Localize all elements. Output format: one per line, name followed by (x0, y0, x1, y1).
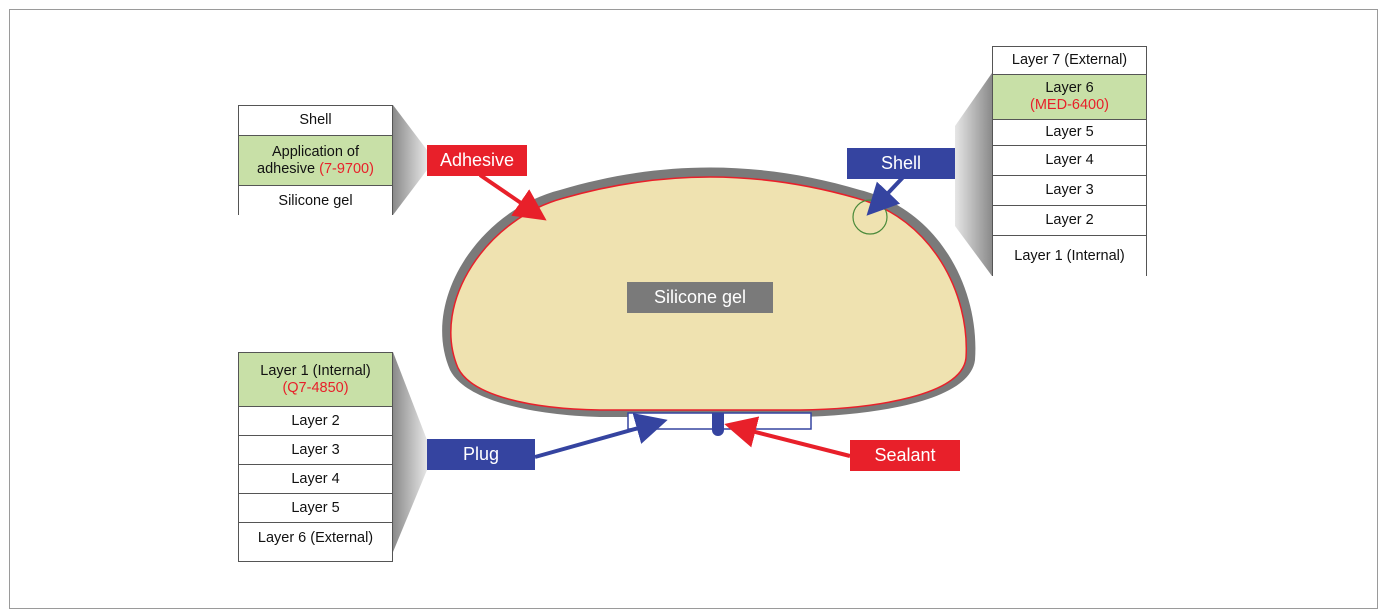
row-label: Layer 2 (1045, 212, 1094, 228)
row-label: Layer 3 (1045, 182, 1094, 198)
row-label: Silicone gel (278, 192, 353, 209)
sealant-label: Sealant (874, 445, 936, 465)
table-row: Layer 3 (993, 176, 1146, 206)
sealant-arrow (724, 416, 851, 458)
plug-tag: Plug (427, 439, 535, 470)
row-label: Layer 5 (1045, 124, 1094, 140)
row-label: Layer 1 (Internal) (1014, 248, 1125, 264)
row-label-line2: adhesive (7-9700) (257, 160, 374, 177)
row-label: Application of (271, 143, 360, 160)
material-code: (MED-6400) (1030, 97, 1109, 113)
row-label: Layer 5 (291, 499, 340, 516)
shell-callout-wedge (955, 73, 992, 276)
table-row-highlight: Layer 1 (Internal) (Q7-4850) (239, 353, 392, 407)
adhesive-layer-table: Shell Application of adhesive (7-9700) S… (238, 105, 393, 216)
row-label: Layer 1 (Internal) (260, 362, 371, 379)
sealant-drop (712, 413, 724, 436)
table-row: Layer 7 (External) (993, 47, 1146, 75)
table-row: Layer 5 (993, 120, 1146, 146)
silicone-gel-text: Silicone gel (653, 287, 747, 307)
adhesive-tag: Adhesive (427, 145, 527, 176)
table-row: Layer 2 (993, 206, 1146, 236)
silicone-gel-label: Silicone gel (627, 282, 773, 313)
table-row-highlight: Application of adhesive (7-9700) (239, 136, 392, 186)
row-label: Layer 2 (291, 412, 340, 429)
row-label: Layer 6 (External) (257, 529, 374, 546)
table-row: Layer 3 (239, 436, 392, 465)
table-row: Silicone gel (239, 186, 392, 216)
implant-diagram (393, 73, 992, 552)
plug-callout-wedge (393, 352, 427, 552)
plug-arrow (534, 413, 668, 459)
sealant-tag: Sealant (850, 440, 960, 471)
table-row-highlight: Layer 6 (MED-6400) (993, 75, 1146, 120)
diagram-stage: Shell Application of adhesive (7-9700) S… (9, 9, 1378, 609)
material-code: (Q7-4850) (282, 379, 349, 396)
shell-layer-table: Layer 7 (External) Layer 6 (MED-6400) La… (992, 46, 1147, 277)
row-label: Layer 4 (1045, 152, 1094, 168)
table-row: Layer 1 (Internal) (993, 236, 1146, 277)
adhesive-label: Adhesive (439, 150, 515, 170)
plug-label: Plug (462, 444, 500, 464)
material-code: (7-9700) (319, 160, 374, 177)
adhesive-callout-wedge (393, 105, 427, 215)
row-label: Layer 3 (291, 441, 340, 458)
table-row: Layer 5 (239, 494, 392, 523)
shell-label: Shell (880, 153, 922, 173)
row-label: Layer 4 (291, 470, 340, 487)
shell-tag: Shell (847, 148, 955, 179)
plug-layer-table: Layer 1 (Internal) (Q7-4850) Layer 2 Lay… (238, 352, 393, 562)
adhesive-arrow (478, 173, 547, 221)
table-row: Layer 6 (External) (239, 523, 392, 553)
table-row: Layer 2 (239, 407, 392, 436)
table-row: Layer 4 (239, 465, 392, 494)
row-label: Shell (299, 112, 332, 128)
table-row: Layer 4 (993, 146, 1146, 176)
row-label: Layer 7 (External) (1011, 52, 1128, 68)
table-row: Shell (239, 106, 392, 136)
row-label: Layer 6 (1045, 80, 1094, 96)
